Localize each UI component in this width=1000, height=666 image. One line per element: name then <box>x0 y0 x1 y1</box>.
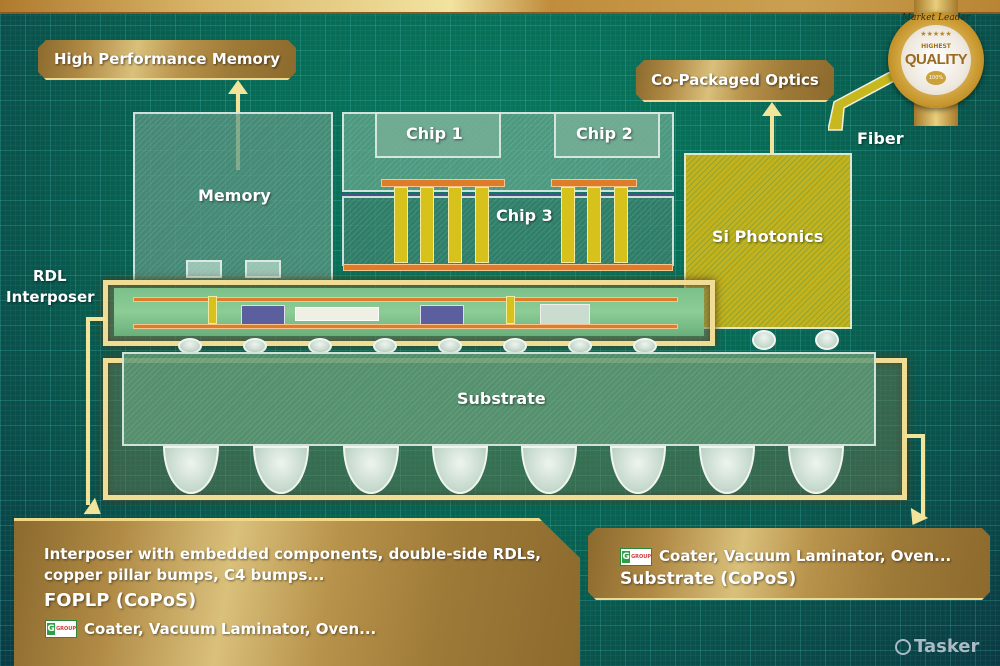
watermark: Tasker <box>895 636 979 657</box>
label-co-packaged-optics: Co-Packaged Optics <box>636 60 834 102</box>
fopl-description-line2: copper pillar bumps, C4 bumps... <box>44 566 325 584</box>
rdl-embedded-die-2 <box>420 305 464 325</box>
quality-badge: Market Leader ★★★★★ HIGHEST QUALITY 100% <box>884 0 988 126</box>
photonics-bump <box>815 330 839 350</box>
rdl-label-line2: Interposer <box>6 288 95 306</box>
rdl-arrow-v <box>86 317 90 505</box>
label-high-performance-memory: High Performance Memory <box>38 40 296 80</box>
badge-main-text: QUALITY <box>904 51 968 68</box>
memory-label: Memory <box>198 186 271 205</box>
pillar <box>614 187 628 263</box>
rdl-embedded-die-1 <box>241 305 285 325</box>
top-gold-bar <box>0 0 1000 14</box>
memory-arrow-head-icon <box>228 80 248 94</box>
badge-seal: 100% <box>926 71 946 85</box>
rdl-via <box>208 296 217 324</box>
fopl-equipment: Coater, Vacuum Laminator, Oven... <box>84 620 377 638</box>
badge-seal-text: 100% <box>928 75 944 81</box>
gp-logo-icon-2: G GROUP <box>620 548 652 566</box>
substrate-panel-title: Substrate (CoPoS) <box>620 569 797 589</box>
gp-logo-mark-icon: G <box>622 551 631 563</box>
fopl-title: FOPLP (CoPoS) <box>44 590 197 611</box>
memory-pad-2 <box>245 260 281 278</box>
rdl-embedded-component <box>295 307 379 321</box>
rdl-arrow-h <box>86 317 106 321</box>
substrate-panel <box>588 528 990 600</box>
pillar <box>394 187 408 263</box>
substrate-arrow-h <box>905 434 925 438</box>
chip3-bottom-trace <box>343 264 673 271</box>
bridge-trace-2 <box>551 179 637 187</box>
chip-bond-line <box>342 193 674 196</box>
substrate-arrow-v <box>921 434 925 516</box>
si-photonics-label: Si Photonics <box>712 227 824 246</box>
badge-stars-icon: ★★★★★ <box>920 30 952 38</box>
substrate-label: Substrate <box>457 389 546 408</box>
pillar <box>587 187 601 263</box>
label-co-packaged-optics-text: Co-Packaged Optics <box>651 71 819 89</box>
gp-logo-icon: G GROUP <box>45 620 77 638</box>
gp-logo-text: GROUP <box>56 626 76 632</box>
rdl-embedded-passive <box>540 304 590 326</box>
rdl-trace-top <box>133 297 678 302</box>
chip2-block <box>554 112 660 158</box>
badge-top-text: Market Leader <box>901 13 971 23</box>
substrate-block <box>122 352 876 446</box>
pillar <box>561 187 575 263</box>
bridge-trace-1 <box>381 179 505 187</box>
watermark-text: Tasker <box>914 636 980 657</box>
fopl-panel <box>14 518 580 666</box>
rdl-via <box>506 296 515 324</box>
gp-logo-mark-icon: G <box>47 623 56 635</box>
optics-arrow-head-icon <box>762 102 782 116</box>
fopl-description-line1: Interposer with embedded components, dou… <box>44 545 541 563</box>
memory-pad-1 <box>186 260 222 278</box>
chip1-block <box>375 112 501 158</box>
pillar <box>475 187 489 263</box>
photonics-bump <box>752 330 776 350</box>
rdl-trace-bottom <box>133 324 678 329</box>
pillar <box>420 187 434 263</box>
label-high-performance-memory-text: High Performance Memory <box>53 50 281 68</box>
substrate-equipment: Coater, Vacuum Laminator, Oven... <box>659 547 952 565</box>
chip2-label: Chip 2 <box>576 124 633 143</box>
gp-logo-text: GROUP <box>631 554 651 560</box>
pillar <box>448 187 462 263</box>
rdl-label-line1: RDL <box>33 267 67 285</box>
badge-mid-text: HIGHEST <box>921 43 951 50</box>
chip1-label: Chip 1 <box>406 124 463 143</box>
fiber-label: Fiber <box>857 129 904 148</box>
chip3-label: Chip 3 <box>496 206 553 225</box>
watermark-logo-icon <box>895 638 911 655</box>
